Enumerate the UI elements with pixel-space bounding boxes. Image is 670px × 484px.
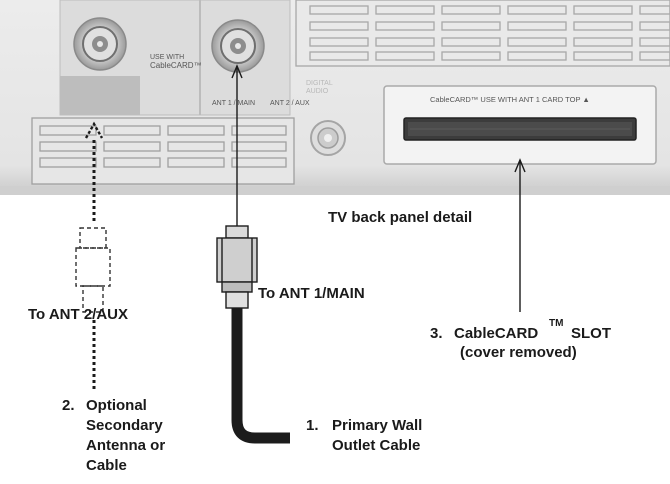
vent-grill-lower-left (31, 117, 295, 185)
primary-callout-line: Primary Wall (332, 417, 423, 434)
ant2-dashed-arrow (84, 121, 104, 224)
ant1-panel-label: ANT 1 / MAIN (212, 100, 256, 107)
tv-back-panel-callout: TV back panel detail (328, 209, 473, 226)
optional-callout-line: Antenna or (86, 437, 166, 454)
slot-callout-number: 3. (430, 325, 443, 342)
optional-callout-line: Secondary (86, 417, 163, 434)
digital-audio-label: DIGITAL AUDIO (306, 80, 333, 95)
vent-grill-upper-right (295, 0, 670, 67)
slot-callout-name: CableCARD (454, 325, 539, 342)
ant1-jack (211, 19, 265, 73)
f-connector-plug (216, 225, 258, 309)
cablecard-slot (383, 85, 657, 165)
digital-audio-jack (310, 120, 346, 156)
ant2-panel-label: ANT 2 / AUX (270, 100, 310, 107)
use-with-label: USE WITH (150, 54, 185, 61)
optional-callout-line: Cable (86, 457, 127, 474)
slot-header-label: CableCARD™ USE WITH ANT 1 CARD TOP ▲ (430, 95, 590, 104)
ant2-jack (73, 17, 127, 71)
primary-cable (231, 308, 290, 444)
label-strip-left (60, 76, 140, 115)
optional-callout-number: 2. (62, 397, 75, 414)
slot-callout-tm: TM (549, 318, 564, 329)
slot-callout-slot: SLOT (571, 325, 611, 342)
primary-callout-line: Outlet Cable (332, 437, 421, 454)
optional-callout-line: Optional (86, 397, 147, 414)
to-ant1-callout: To ANT 1/MAIN (258, 285, 365, 302)
primary-callout-number: 1. (306, 417, 319, 434)
slot-callout-note: (cover removed) (460, 344, 577, 361)
to-ant2-callout: To ANT 2/AUX (28, 306, 128, 323)
optional-dashed-connector (75, 227, 111, 313)
cablecard-panel-label: CableCARD™ (150, 61, 202, 70)
